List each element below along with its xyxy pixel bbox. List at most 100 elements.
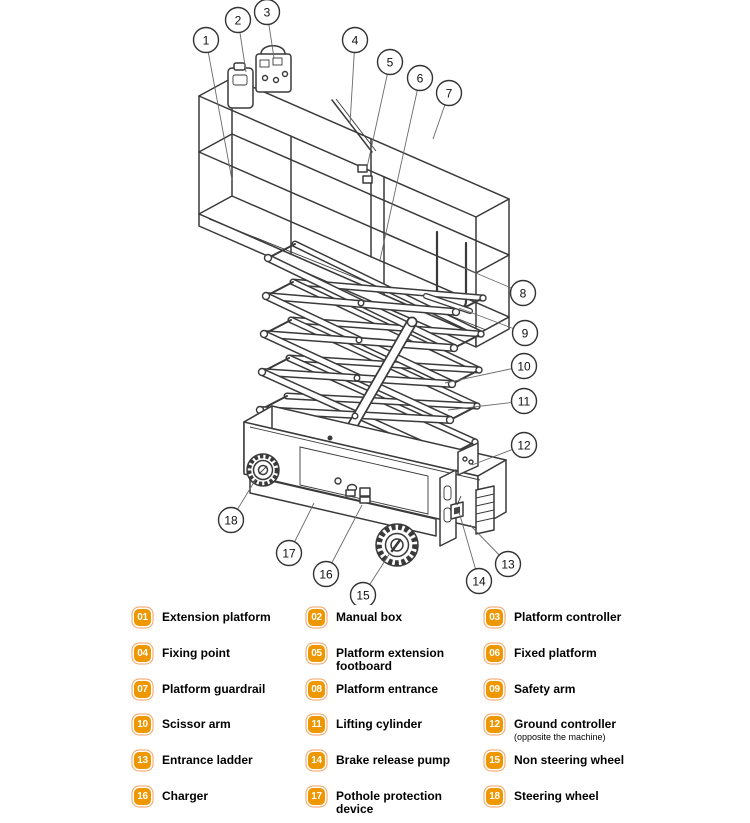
callout-number: 9 xyxy=(522,327,529,341)
ground-controller-box xyxy=(457,442,479,476)
leader-line xyxy=(365,61,391,173)
legend-item-ground-controller: 12 Ground controller(opposite the machine… xyxy=(486,716,616,742)
callout-circle xyxy=(376,48,404,76)
entrance-ladder xyxy=(439,469,457,547)
manual-box xyxy=(227,62,254,109)
callout-steering-wheel: 18 xyxy=(217,478,257,534)
callout-circle xyxy=(349,581,377,605)
legend-label: Brake release pump xyxy=(336,752,450,767)
callout-platform-entrance: 8 xyxy=(463,267,537,307)
legend-label-text: Charger xyxy=(162,789,209,803)
legend-item-scissor-arm: 10 Scissor arm xyxy=(134,716,231,733)
legend-label-text: Entrance ladder xyxy=(162,753,253,767)
callout-circle xyxy=(510,352,538,380)
legend-label: Platform controller xyxy=(514,609,621,624)
legend-label: Safety arm xyxy=(514,681,575,696)
callout-fixed-platform: 6 xyxy=(379,64,434,261)
legend-item-manual-box: 02 Manual box xyxy=(308,609,402,626)
legend-label: Extension platform xyxy=(162,609,271,624)
legend-number-badge: 10 xyxy=(134,716,151,733)
legend-label-text: Fixed platform xyxy=(514,646,597,660)
callout-number: 8 xyxy=(520,287,527,301)
callout-brake-release-pump: 14 xyxy=(458,511,493,595)
legend-item-platform-controller: 03 Platform controller xyxy=(486,609,621,626)
callout-fixing-point: 4 xyxy=(341,26,369,125)
leader-line xyxy=(349,39,356,125)
legend-note: (opposite the machine) xyxy=(514,732,606,742)
callout-number: 14 xyxy=(472,575,486,589)
callout-circle xyxy=(465,567,493,595)
legend-item-lifting-cylinder: 11 Lifting cylinder xyxy=(308,716,422,733)
leader-line xyxy=(205,39,233,181)
legend-number-badge: 15 xyxy=(486,752,503,769)
legend-label-text: Lifting cylinder xyxy=(336,717,423,731)
machine-illustration xyxy=(198,45,510,567)
callout-circle xyxy=(192,26,220,54)
legend-number-badge: 03 xyxy=(486,609,503,626)
legend-label-text: Platform guardrail xyxy=(162,682,266,696)
legend-number-badge: 11 xyxy=(308,716,325,733)
legend-label-text: Extension platform xyxy=(162,610,271,624)
callout-non-steering-wheel: 15 xyxy=(349,552,391,605)
callout-number: 5 xyxy=(387,56,394,70)
legend-number-badge: 12 xyxy=(486,716,503,733)
callout-platform-controller: 3 xyxy=(253,0,281,59)
legend-label: Fixed platform xyxy=(514,645,597,660)
legend-number-badge: 18 xyxy=(486,788,503,805)
legend-label: Charger xyxy=(162,788,208,803)
legend-label-text: Non steering wheel xyxy=(514,753,625,767)
callout-charger: 16 xyxy=(312,504,363,588)
callout-number: 16 xyxy=(319,568,333,582)
legend-label: Steering wheel xyxy=(514,788,599,803)
callout-number: 3 xyxy=(264,6,271,20)
legend-label-text: Platform extension footboard xyxy=(336,646,445,673)
legend-item-charger: 16 Charger xyxy=(134,788,208,805)
callout-manual-box: 2 xyxy=(224,6,252,73)
legend-number-badge: 04 xyxy=(134,645,151,662)
fixing-point-brace xyxy=(331,98,377,153)
callout-number: 18 xyxy=(224,514,238,528)
pothole-protection-plate xyxy=(249,475,437,537)
callout-number: 10 xyxy=(517,360,531,374)
legend-label-text: Scissor arm xyxy=(162,717,231,731)
callout-ground-controller: 12 xyxy=(471,431,538,466)
callout-circle xyxy=(253,0,281,26)
legend-label-text: Pothole protection device xyxy=(336,789,442,816)
legend-label: Non steering wheel xyxy=(514,752,624,767)
callout-circle xyxy=(511,319,539,347)
callout-number: 4 xyxy=(352,34,359,48)
legend-label: Ground controller(opposite the machine) xyxy=(514,716,616,743)
legend-item-non-steering-wheel: 15 Non steering wheel xyxy=(486,752,624,769)
callout-pothole-protection-device: 17 xyxy=(275,502,315,567)
legend-item-steering-wheel: 18 Steering wheel xyxy=(486,788,599,805)
platform-guardrail xyxy=(198,77,510,336)
callout-number: 11 xyxy=(518,395,531,409)
leader-line xyxy=(444,365,525,384)
legend-number-badge: 02 xyxy=(308,609,325,626)
legend-label: Scissor arm xyxy=(162,716,231,731)
callout-number: 7 xyxy=(446,87,453,101)
callout-number: 2 xyxy=(235,14,242,28)
legend-label: Lifting cylinder xyxy=(336,716,422,731)
legend-number-badge: 08 xyxy=(308,681,325,698)
callout-circle xyxy=(341,26,369,54)
footboard-latch xyxy=(357,164,373,184)
legend-label-text: Brake release pump xyxy=(336,753,451,767)
legend-number-badge: 16 xyxy=(134,788,151,805)
legend-label: Fixing point xyxy=(162,645,230,660)
legend-label-text: Manual box xyxy=(336,610,403,624)
safety-arm xyxy=(423,293,473,314)
leader-line xyxy=(379,77,421,261)
legend-item-platform-extension-footboard: 05 Platform extension footboard xyxy=(308,645,468,673)
callout-entrance-ladder: 13 xyxy=(469,524,522,578)
legend-number-badge: 05 xyxy=(308,645,325,662)
